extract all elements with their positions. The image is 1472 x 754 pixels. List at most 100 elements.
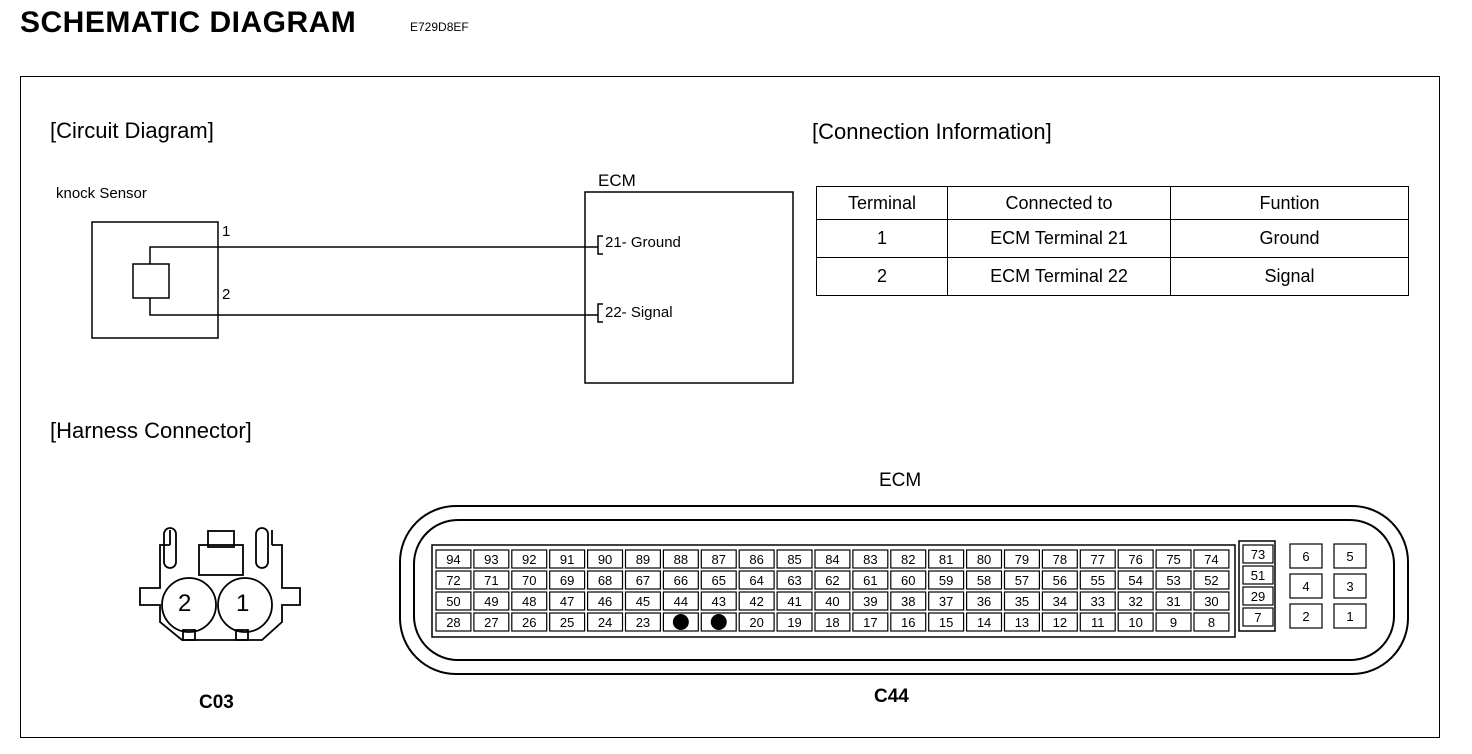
c44-pin-label: 55 (1091, 573, 1105, 588)
c44-pin-label: 91 (560, 552, 574, 567)
c44-pin-label: 46 (598, 594, 612, 609)
c44-pin-cell (1242, 565, 1274, 585)
c44-pin-cell (511, 570, 548, 590)
c44-ecm-label: ECM (879, 470, 922, 491)
c44-pin-cell (1333, 573, 1367, 599)
c44-pin-cell (1117, 570, 1154, 590)
header-function: Funtion (1170, 186, 1409, 220)
c44-pin-cell (776, 591, 813, 611)
ecm-pin-22: 22- Signal (605, 304, 673, 321)
c44-pin-label: 70 (522, 573, 536, 588)
c44-pin-cell (776, 612, 813, 632)
c44-pin-label: 29 (1251, 589, 1265, 604)
c44-pin-label: 60 (901, 573, 915, 588)
c44-pin-label: 30 (1204, 594, 1218, 609)
c44-used-pin-dot (672, 614, 689, 630)
c44-pin-label: 50 (446, 594, 460, 609)
c44-pin-cell (624, 570, 662, 590)
c44-label: C44 (874, 686, 909, 707)
connection-table: Terminal Connected to Funtion 1 ECM Term… (816, 186, 1409, 296)
c03-label: C03 (199, 692, 234, 713)
c44-pin-cell (586, 612, 624, 632)
c44-pin-label: 4 (1302, 579, 1309, 594)
c44-pin-cell (890, 591, 927, 611)
c44-pin-label: 18 (825, 615, 839, 630)
c44-pin-cell (965, 549, 1003, 569)
c44-pin-label: 84 (825, 552, 839, 567)
table-row: 1 ECM Terminal 21 Ground (816, 219, 1409, 258)
document-code: E729D8EF (410, 20, 469, 34)
c44-pin-cell (473, 549, 510, 569)
c44-pin-cell (965, 570, 1003, 590)
c44-pin-label: 65 (712, 573, 726, 588)
c44-pin-label: 69 (560, 573, 574, 588)
c44-pin-cell (814, 570, 851, 590)
c44-pin-cell (700, 612, 737, 632)
table-cell: ECM Terminal 21 (947, 219, 1171, 258)
c44-pin-label: 8 (1208, 615, 1215, 630)
c44-pin-cell (1289, 603, 1323, 629)
c44-pin-label: 12 (1053, 615, 1067, 630)
c44-pin-cell (586, 570, 624, 590)
c44-pin-label: 1 (1346, 609, 1353, 624)
table-row: 2 ECM Terminal 22 Signal (816, 257, 1409, 296)
c44-pin-label: 6 (1302, 549, 1309, 564)
c44-pin-label: 82 (901, 552, 915, 567)
c44-pin-cell (1041, 549, 1078, 569)
c44-pin-label: 11 (1091, 615, 1105, 630)
c44-pin-cell (1155, 549, 1192, 569)
c44-pin-label: 83 (863, 552, 877, 567)
c44-pin-cell (511, 612, 548, 632)
c44-pin-cell (1079, 570, 1116, 590)
c44-pin-label: 85 (787, 552, 801, 567)
c44-pin-label: 28 (446, 615, 460, 630)
c44-pin-label: 52 (1204, 573, 1218, 588)
c44-pin-label: 90 (598, 552, 612, 567)
c44-pin-cell (435, 591, 472, 611)
c44-pin-label: 41 (787, 594, 801, 609)
c44-pin-label: 42 (749, 594, 763, 609)
c44-pin-cell (1079, 591, 1116, 611)
c44-pin-cell (549, 570, 586, 590)
c44-pin-cell (890, 612, 927, 632)
sensor-element (132, 263, 170, 299)
c44-pin-label: 17 (863, 615, 877, 630)
c44-pin-label: 49 (484, 594, 498, 609)
c44-pin-cell (1041, 612, 1078, 632)
c44-pin-cell (700, 549, 737, 569)
connection-heading: [Connection Information] (812, 119, 1052, 144)
c44-pin-cell (852, 570, 889, 590)
c44-pin-cell (1041, 591, 1078, 611)
c44-pin-cell (549, 591, 586, 611)
c44-pin-cell (890, 570, 927, 590)
c44-pin-cell (1155, 612, 1192, 632)
c44-pin-label: 2 (1302, 609, 1309, 624)
c44-pin-label: 68 (598, 573, 612, 588)
c44-pin-cell (965, 612, 1003, 632)
c44-pin-cell (928, 570, 965, 590)
c44-pin-cell (586, 549, 624, 569)
c44-pin-cell (1079, 549, 1116, 569)
c44-pin-label: 3 (1346, 579, 1353, 594)
c44-pin-label: 16 (901, 615, 915, 630)
c44-pin-cell (662, 549, 699, 569)
c44-pin-cell (435, 549, 472, 569)
c44-pin-label: 58 (977, 573, 991, 588)
c44-pin-cell (928, 612, 965, 632)
c03-pin-2: 2 (178, 590, 192, 617)
c44-pin-cell (776, 549, 813, 569)
c44-pin-cell (549, 612, 586, 632)
ecm-box (584, 191, 794, 384)
c44-pin-label: 23 (636, 615, 650, 630)
c44-pin-label: 57 (1015, 573, 1029, 588)
c44-pin-cell (1242, 607, 1274, 627)
c44-pin-cell (511, 591, 548, 611)
c44-pin-label: 93 (484, 552, 498, 567)
c44-pin-label: 54 (1128, 573, 1142, 588)
c44-pin-label: 40 (825, 594, 839, 609)
c44-pin-label: 14 (977, 615, 991, 630)
wire-signal (149, 298, 598, 316)
c44-pin-cell (1193, 549, 1230, 569)
c44-pin-cell (928, 549, 965, 569)
